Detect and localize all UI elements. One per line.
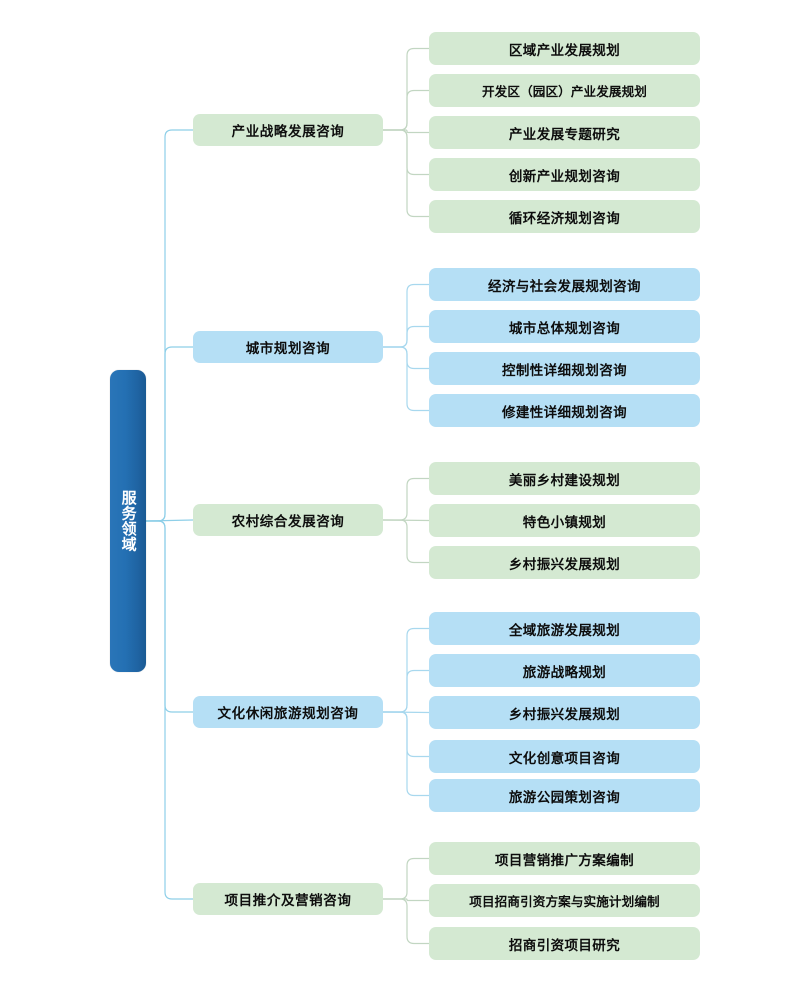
leaf-node-1-5-label: 循环经济规划咨询 — [508, 210, 621, 226]
leaf-node-2-3[interactable]: 控制性详细规划咨询 — [429, 352, 700, 385]
leaf-node-1-2-label: 开发区（园区）产业发展规划 — [481, 85, 648, 99]
leaf-node-2-1-label: 经济与社会发展规划咨询 — [488, 278, 641, 294]
leaf-node-4-1[interactable]: 全域旅游发展规划 — [429, 612, 700, 645]
leaf-node-4-3[interactable]: 乡村振兴发展规划 — [429, 696, 700, 729]
leaf-node-2-3-label: 控制性详细规划咨询 — [501, 362, 628, 378]
root-node-label: 服务领域 — [119, 490, 137, 552]
branch-node-2[interactable]: 城市规划咨询 — [193, 331, 383, 363]
leaf-node-3-1[interactable]: 美丽乡村建设规划 — [429, 462, 700, 495]
leaf-node-4-4[interactable]: 文化创意项目咨询 — [429, 740, 700, 773]
leaf-node-3-1-label: 美丽乡村建设规划 — [508, 472, 621, 488]
leaf-node-1-4[interactable]: 创新产业规划咨询 — [429, 158, 700, 191]
leaf-node-4-3-label: 乡村振兴发展规划 — [508, 706, 621, 722]
leaf-node-2-4[interactable]: 修建性详细规划咨询 — [429, 394, 700, 427]
leaf-node-4-4-label: 文化创意项目咨询 — [508, 750, 621, 766]
leaf-node-4-5-label: 旅游公园策划咨询 — [508, 789, 621, 805]
leaf-node-5-1-label: 项目营销推广方案编制 — [495, 852, 634, 868]
leaf-node-5-3[interactable]: 招商引资项目研究 — [429, 927, 700, 960]
branch-node-3[interactable]: 农村综合发展咨询 — [193, 504, 383, 536]
branch-node-5[interactable]: 项目推介及营销咨询 — [193, 883, 383, 915]
leaf-node-3-2[interactable]: 特色小镇规划 — [429, 504, 700, 537]
leaf-node-4-2[interactable]: 旅游战略规划 — [429, 654, 700, 687]
leaf-node-4-1-label: 全域旅游发展规划 — [508, 622, 621, 638]
leaf-node-2-4-label: 修建性详细规划咨询 — [501, 404, 628, 420]
leaf-node-1-1[interactable]: 区域产业发展规划 — [429, 32, 700, 65]
leaf-node-4-2-label: 旅游战略规划 — [522, 664, 607, 680]
leaf-node-1-4-label: 创新产业规划咨询 — [508, 168, 621, 184]
leaf-node-1-3[interactable]: 产业发展专题研究 — [429, 116, 700, 149]
leaf-node-1-5[interactable]: 循环经济规划咨询 — [429, 200, 700, 233]
leaf-node-1-2[interactable]: 开发区（园区）产业发展规划 — [429, 74, 700, 107]
leaf-node-2-2[interactable]: 城市总体规划咨询 — [429, 310, 700, 343]
leaf-node-4-5[interactable]: 旅游公园策划咨询 — [429, 779, 700, 812]
branch-node-4-label: 文化休闲旅游规划咨询 — [217, 706, 359, 721]
branch-node-5-label: 项目推介及营销咨询 — [224, 893, 352, 908]
leaf-node-2-2-label: 城市总体规划咨询 — [508, 320, 621, 336]
leaf-node-5-3-label: 招商引资项目研究 — [508, 937, 621, 953]
leaf-node-5-2-label: 项目招商引资方案与实施计划编制 — [469, 895, 660, 909]
leaf-node-3-3-label: 乡村振兴发展规划 — [508, 556, 621, 572]
leaf-node-3-2-label: 特色小镇规划 — [522, 514, 607, 530]
leaf-node-1-3-label: 产业发展专题研究 — [508, 126, 621, 142]
branch-node-1-label: 产业战略发展咨询 — [231, 124, 345, 139]
branch-node-3-label: 农村综合发展咨询 — [231, 514, 345, 529]
leaf-node-1-1-label: 区域产业发展规划 — [508, 42, 621, 58]
branch-node-1[interactable]: 产业战略发展咨询 — [193, 114, 383, 146]
leaf-node-5-2[interactable]: 项目招商引资方案与实施计划编制 — [429, 884, 700, 917]
root-node[interactable]: 服务领域 — [110, 370, 146, 672]
branch-node-4[interactable]: 文化休闲旅游规划咨询 — [193, 696, 383, 728]
leaf-node-2-1[interactable]: 经济与社会发展规划咨询 — [429, 268, 700, 301]
leaf-node-5-1[interactable]: 项目营销推广方案编制 — [429, 842, 700, 875]
leaf-node-3-3[interactable]: 乡村振兴发展规划 — [429, 546, 700, 579]
branch-node-2-label: 城市规划咨询 — [245, 341, 331, 356]
